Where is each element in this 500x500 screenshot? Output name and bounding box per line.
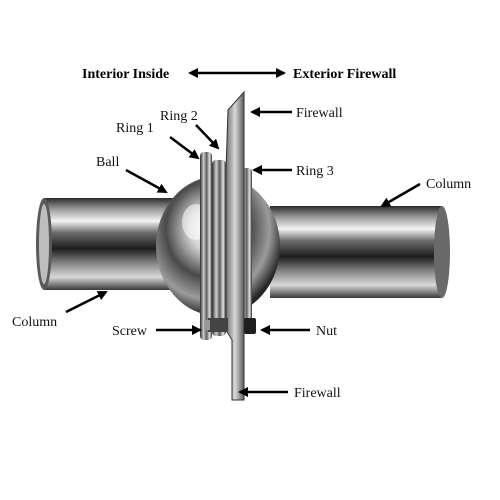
nut: [244, 318, 256, 334]
label-firewall-bottom: Firewall: [294, 386, 341, 401]
arrow-icon: [195, 124, 220, 150]
ring-2: [212, 160, 226, 336]
left-column-tube: [36, 198, 174, 290]
label-firewall-top: Firewall: [296, 106, 343, 121]
arrow-icon: [125, 168, 168, 194]
label-ring-1: Ring 1: [116, 121, 154, 136]
right-column-tube: [270, 206, 450, 298]
arrow-icon: [65, 290, 108, 314]
arrow-icon: [380, 182, 421, 208]
label-ring-3: Ring 3: [296, 164, 334, 179]
label-ring-2: Ring 2: [160, 109, 198, 124]
label-nut: Nut: [316, 324, 337, 339]
firewall-plate: [225, 90, 245, 401]
screw: [204, 318, 228, 332]
label-screw: Screw: [112, 324, 148, 339]
label-column-left: Column: [12, 315, 57, 330]
label-ball: Ball: [96, 155, 119, 170]
ring-1: [200, 152, 212, 340]
header-right-label: Exterior Firewall: [293, 67, 396, 82]
arrow-icon: [169, 136, 200, 160]
label-column-right: Column: [426, 177, 471, 192]
header-left-label: Interior Inside: [82, 67, 169, 82]
